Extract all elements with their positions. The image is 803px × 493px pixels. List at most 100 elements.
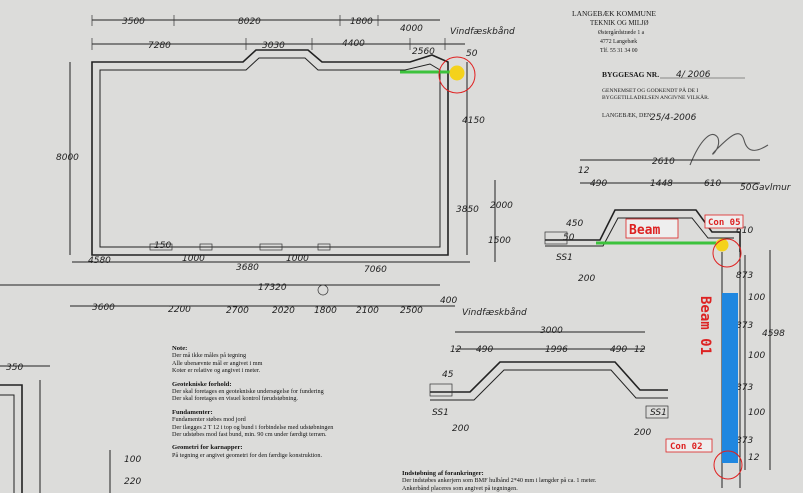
dim-row-5: 1800	[314, 306, 337, 316]
geo-line-1: Der skal foretages en geotekniske unders…	[172, 388, 324, 396]
d1-footing-left	[544, 231, 568, 245]
fund-heading: Fundamenter:	[172, 408, 213, 416]
d2-row-3: 1996	[545, 345, 568, 355]
anchor-heading: Indstøbning af forankringer:	[402, 470, 484, 477]
dim-bottom-inner-1: 4580	[88, 256, 111, 266]
anchor-line-2: Ankerbånd placeres som angivet på tegnin…	[402, 484, 518, 492]
plan-node-red-ring	[438, 56, 476, 94]
d1-wall-inner	[545, 217, 734, 247]
dim-top-2: 8020	[238, 17, 261, 27]
left-dim-100: 100	[124, 455, 141, 465]
note-line-3: Koter er relative og angivet i meter.	[172, 367, 261, 375]
dim-right-1: 4150	[462, 116, 485, 126]
d2-footing-left	[429, 383, 453, 397]
dim-total: 17320	[258, 283, 287, 293]
d2-dim-45: 45	[442, 370, 454, 380]
left-edge-detail: 350 100 220	[0, 363, 141, 493]
d2-ss1-right: SS1	[650, 408, 667, 418]
dim-bottom-inner-5: 7060	[364, 265, 387, 275]
dim-second-1: 7280	[148, 41, 171, 51]
dim-row-3: 2700	[226, 306, 249, 316]
con-02-label: Con 02	[670, 442, 703, 452]
dim-second-4: 2560	[412, 47, 435, 57]
d2-dim-right: 200	[634, 428, 651, 438]
geo-heading: Geotekniske forhold:	[172, 380, 232, 388]
approved-line-2: BYGGETILLADELSEN ANGIVNE VILKÅR.	[602, 93, 710, 101]
notes-block: Note: Der må ikke måles på tegning Alle …	[172, 345, 412, 459]
detail-2: 3000 12 490 1996 490 12 45 SS1 SS1 200 2…	[429, 326, 669, 438]
dim-row-note: Vindfæskbånd	[462, 307, 527, 318]
d1-right-2: 100	[748, 293, 765, 303]
d1-dim-top: 2610	[652, 157, 675, 167]
office-line-1: LANGEBÆK KOMMUNE	[572, 9, 656, 18]
case-label: BYGGESAG NR.	[602, 70, 659, 79]
left-dim-350: 350	[6, 363, 23, 373]
approved-line-1: GENNEMSET OG GODKENDT PÅ DE I	[602, 86, 698, 94]
approval-date: 25/4-2006	[650, 113, 697, 123]
date-label: LANGEBÆK, DEN	[602, 113, 652, 119]
dim-bottom-inner-2: 1000	[182, 254, 205, 264]
detail-1: 2610 12 490 1448 610 50 Gavlmur 450 50 S…	[544, 157, 792, 488]
d2-ss1-left: SS1	[432, 408, 449, 418]
d2-row-1: 12	[450, 345, 462, 355]
dim-right-2: 3850	[456, 205, 479, 215]
dim-right-3: 2000	[490, 201, 513, 211]
anchor-notes: Indstøbning af forankringer: Der indstøb…	[402, 470, 662, 492]
d1-dim-row-3: 610	[704, 179, 721, 189]
fund-line-1: Fundamenter støbes mod jord	[172, 416, 246, 424]
con-02-ring	[713, 450, 743, 480]
dim-top-3: 1800	[350, 17, 373, 27]
geom-heading: Geometri for karnapper:	[172, 444, 243, 452]
dim-row-2: 2200	[168, 305, 191, 315]
beam-label-box	[625, 218, 679, 239]
dim-row-4: 2020	[272, 306, 295, 316]
office-phone: Tlf. 55 31 34 00	[600, 47, 638, 54]
d1-right-1: 873	[736, 271, 753, 281]
fund-line-3: Der udstøbes mod fast bund, min. 90 cm u…	[172, 431, 327, 439]
d2-row-4: 490	[610, 345, 627, 355]
d1-wall-outline	[545, 209, 741, 252]
office-line-2: TEKNIK OG MILJØ	[590, 20, 649, 27]
con-05-box	[704, 214, 744, 229]
d1-dim-row-4: 50	[740, 183, 752, 193]
d2-dim-left: 200	[452, 424, 469, 434]
dim-top-4: 4000	[400, 24, 423, 34]
dim-bottom-inner-3: 3680	[236, 263, 259, 273]
d2-dim-top: 3000	[540, 326, 563, 336]
beam-01-label: Beam 01	[697, 296, 713, 355]
approval-stamp: LANGEBÆK KOMMUNE TEKNIK OG MILJØ Østergå…	[572, 9, 769, 166]
fund-line-2: Der ilægges 2 T 12 i top og bund i forbi…	[172, 423, 334, 431]
signature-scribble	[689, 133, 769, 166]
dim-bottom-inner-150: 150	[154, 241, 171, 251]
foundation-plan: 3500 8020 1800 4000 Vindfæskbånd 7280 30…	[0, 15, 527, 318]
d1-right-6: 100	[748, 408, 765, 418]
geom-line-1: På tegning er angivet geometri for den f…	[172, 451, 323, 459]
anchor-line-1: Der indstøbes ankerjern som BMF hulbånd …	[402, 477, 597, 485]
office-city: 4772 Langebæk	[600, 39, 637, 45]
dim-top-note: Vindfæskbånd	[450, 26, 515, 37]
d1-dim-450: 450	[566, 219, 583, 229]
con-05-label: Con 05	[708, 218, 741, 228]
d1-dim-row-note: Gavlmur	[752, 183, 792, 193]
d2-footing-right	[645, 405, 669, 419]
d1-right-3: 873	[736, 321, 753, 331]
d1-ss1: SS1	[556, 253, 573, 263]
d1-right-7: 873	[736, 436, 753, 446]
plan-outer-wall	[91, 49, 449, 256]
dim-left: 8000	[56, 153, 79, 163]
d1-side-12: 12	[748, 453, 760, 463]
dim-row-extra: 400	[440, 296, 457, 306]
d1-right-5: 873	[736, 383, 753, 393]
dim-row-7: 2500	[400, 306, 423, 316]
note-line-2: Alle ubenævnte mål er angivet i mm	[172, 359, 263, 367]
d1-dim-50: 50	[563, 233, 575, 243]
beam-label: Beam	[629, 223, 660, 238]
dim-second-5: 50	[466, 49, 478, 59]
beam-01-bar	[722, 293, 738, 463]
dim-second-2: 3030	[262, 41, 285, 51]
d1-dim-200: 200	[578, 274, 595, 284]
left-dim-220: 220	[124, 477, 141, 487]
notes-heading: Note:	[172, 345, 188, 352]
d1-right-4: 100	[748, 351, 765, 361]
